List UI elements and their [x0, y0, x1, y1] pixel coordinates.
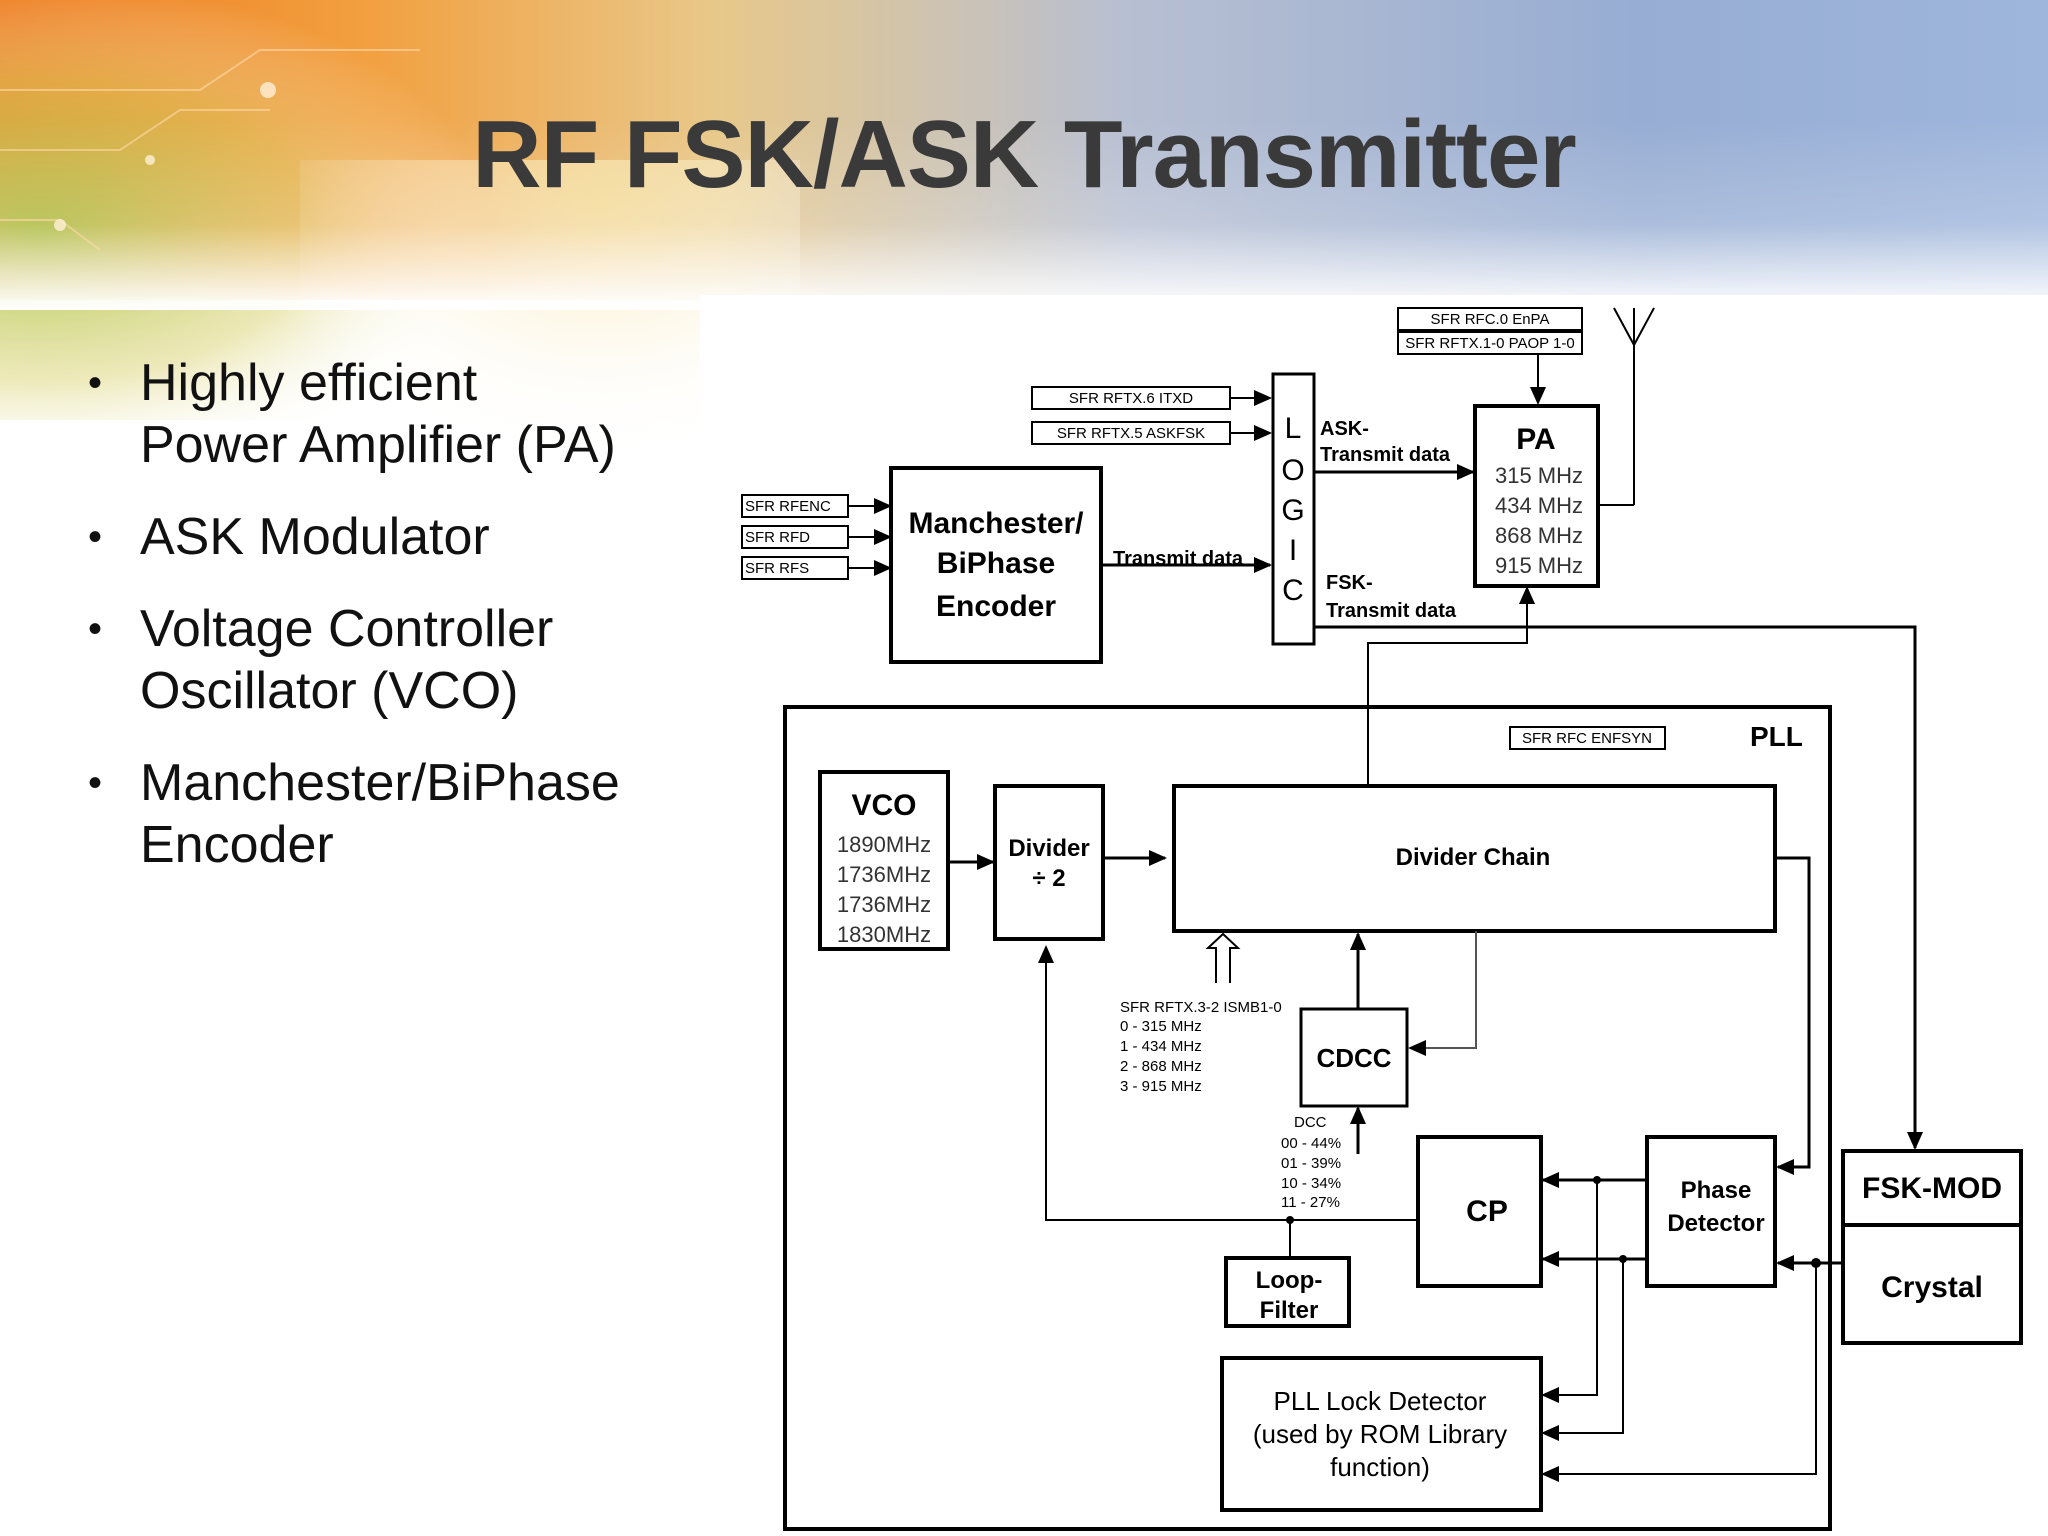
svg-text:L: L — [1285, 412, 1302, 445]
svg-text:CDCC: CDCC — [1316, 1043, 1391, 1073]
bullet-dot-icon: • — [88, 361, 103, 405]
sfr-rfenc-tag: SFR RFENC — [741, 494, 849, 518]
svg-text:FSK-MOD: FSK-MOD — [1862, 1172, 2002, 1205]
sfr-enfsyn-tag: SFR RFC ENFSYN — [1509, 726, 1666, 750]
dcc-label: DCC — [1294, 1114, 1327, 1131]
dcc-option: 00 - 44% — [1281, 1135, 1341, 1152]
svg-text:I: I — [1289, 534, 1297, 567]
svg-text:Divider Chain: Divider Chain — [1396, 844, 1551, 871]
svg-text:BiPhase: BiPhase — [937, 547, 1055, 580]
dcc-option: 11 - 27% — [1281, 1194, 1340, 1211]
svg-text:Divider: Divider — [1008, 835, 1089, 862]
bullet-dot-icon: • — [88, 761, 103, 805]
svg-text:Loop-: Loop- — [1256, 1267, 1323, 1294]
sfr-rfs-tag: SFR RFS — [741, 556, 849, 580]
dcc-option: 01 - 39% — [1281, 1155, 1341, 1172]
svg-text:(used by ROM Library: (used by ROM Library — [1253, 1419, 1507, 1449]
transmit-data-label: Transmit data — [1113, 548, 1244, 570]
sfr-rftx5-tag: SFR RFTX.5 ASKFSK — [1031, 421, 1231, 445]
logic-block: L O G I C — [1271, 372, 1316, 646]
svg-text:SFR RFTX.5 ASKFSK: SFR RFTX.5 ASKFSK — [1057, 425, 1205, 442]
svg-text:868 MHz: 868 MHz — [1495, 523, 1583, 548]
crystal-block: Crystal — [1841, 1223, 2023, 1345]
divider-block: Divider ÷ 2 — [993, 784, 1105, 941]
bullet-item: • Voltage Controller Oscillator (VCO) — [88, 600, 554, 720]
svg-text:SFR RFTX.1-0 PAOP 1-0: SFR RFTX.1-0 PAOP 1-0 — [1405, 335, 1575, 352]
ismb-option: 2 - 868 MHz — [1120, 1058, 1202, 1075]
svg-text:Filter: Filter — [1260, 1297, 1319, 1324]
manchester-encoder-block: Manchester/ BiPhase Encoder — [889, 466, 1103, 664]
divider-chain-block: Divider Chain — [1172, 784, 1777, 933]
svg-text:1736MHz: 1736MHz — [837, 862, 931, 887]
svg-text:1736MHz: 1736MHz — [837, 892, 931, 917]
svg-text:PA: PA — [1516, 423, 1555, 456]
svg-text:Phase: Phase — [1681, 1177, 1752, 1204]
ismb-option: 0 - 315 MHz — [1120, 1018, 1202, 1035]
block-diagram: SFR RFC.0 EnPA SFR RFTX.1-0 PAOP 1-0 SFR… — [700, 295, 2048, 1536]
svg-text:SFR RFTX.6 ITXD: SFR RFTX.6 ITXD — [1069, 390, 1193, 407]
phase-detector-block: Phase Detector — [1645, 1135, 1777, 1288]
bullet-dot-icon: • — [88, 515, 103, 559]
cp-block: CP — [1416, 1135, 1543, 1288]
sfr-rfc0-tag: SFR RFC.0 EnPA — [1397, 307, 1583, 331]
svg-text:Crystal: Crystal — [1881, 1271, 1983, 1304]
bullet-item: • Manchester/BiPhase Encoder — [88, 754, 620, 874]
svg-text:Detector: Detector — [1667, 1210, 1764, 1237]
dcc-option: 10 - 34% — [1281, 1175, 1341, 1192]
svg-text:PLL Lock Detector: PLL Lock Detector — [1274, 1386, 1487, 1416]
ask-transmit-label: Transmit data — [1320, 444, 1451, 466]
pa-block: PA 315 MHz 434 MHz 868 MHz 915 MHz — [1473, 404, 1600, 588]
pll-lock-detector-block: PLL Lock Detector (used by ROM Library f… — [1220, 1356, 1543, 1512]
pll-label: PLL — [1750, 721, 1803, 752]
svg-text:SFR RFS: SFR RFS — [745, 560, 809, 577]
bullet-dot-icon: • — [88, 607, 103, 651]
svg-text:G: G — [1281, 494, 1304, 527]
svg-text:Encoder: Encoder — [936, 590, 1056, 623]
sfr-rfd-tag: SFR RFD — [741, 525, 849, 549]
svg-text:434 MHz: 434 MHz — [1495, 493, 1583, 518]
loop-filter-block: Loop- Filter — [1224, 1256, 1351, 1328]
fsk-mod-block: FSK-MOD — [1841, 1149, 2023, 1227]
bullet-list: • Highly efficient Power Amplifier (PA) … — [88, 352, 688, 906]
cdcc-block: CDCC — [1299, 1007, 1409, 1108]
svg-text:315 MHz: 315 MHz — [1495, 463, 1583, 488]
slide-title: RF FSK/ASK Transmitter — [472, 101, 1577, 208]
fsk-label: FSK- — [1326, 572, 1373, 594]
pll-container — [783, 705, 1832, 1531]
svg-text:Manchester/: Manchester/ — [908, 507, 1084, 540]
svg-text:SFR RFD: SFR RFD — [745, 529, 810, 546]
svg-text:915 MHz: 915 MHz — [1495, 553, 1583, 578]
svg-text:1890MHz: 1890MHz — [837, 832, 931, 857]
svg-text:SFR RFC.0 EnPA: SFR RFC.0 EnPA — [1431, 311, 1550, 328]
sfr-ismb-label: SFR RFTX.3-2 ISMB1-0 — [1120, 999, 1282, 1016]
svg-text:CP: CP — [1466, 1195, 1508, 1228]
fsk-transmit-label: Transmit data — [1326, 600, 1457, 622]
svg-text:function): function) — [1330, 1452, 1430, 1482]
svg-text:O: O — [1281, 454, 1304, 487]
sfr-rftx6-tag: SFR RFTX.6 ITXD — [1031, 386, 1231, 410]
svg-text:SFR RFENC: SFR RFENC — [745, 498, 831, 515]
svg-text:÷ 2: ÷ 2 — [1032, 865, 1065, 892]
ismb-input-arrow-icon — [1205, 932, 1241, 983]
ask-label: ASK- — [1320, 418, 1369, 440]
vco-block: VCO 1890MHz 1736MHz 1736MHz 1830MHz — [818, 770, 950, 951]
bullet-item: • Highly efficient Power Amplifier (PA) — [88, 354, 616, 474]
svg-text:SFR RFC ENFSYN: SFR RFC ENFSYN — [1522, 730, 1652, 747]
svg-text:C: C — [1282, 574, 1304, 607]
svg-text:VCO: VCO — [851, 789, 916, 822]
ismb-option: 1 - 434 MHz — [1120, 1038, 1202, 1055]
svg-text:1830MHz: 1830MHz — [837, 922, 931, 947]
sfr-rftx10-tag: SFR RFTX.1-0 PAOP 1-0 — [1397, 331, 1583, 355]
ismb-option: 3 - 915 MHz — [1120, 1078, 1202, 1095]
bullet-item: • ASK Modulator — [88, 508, 490, 566]
